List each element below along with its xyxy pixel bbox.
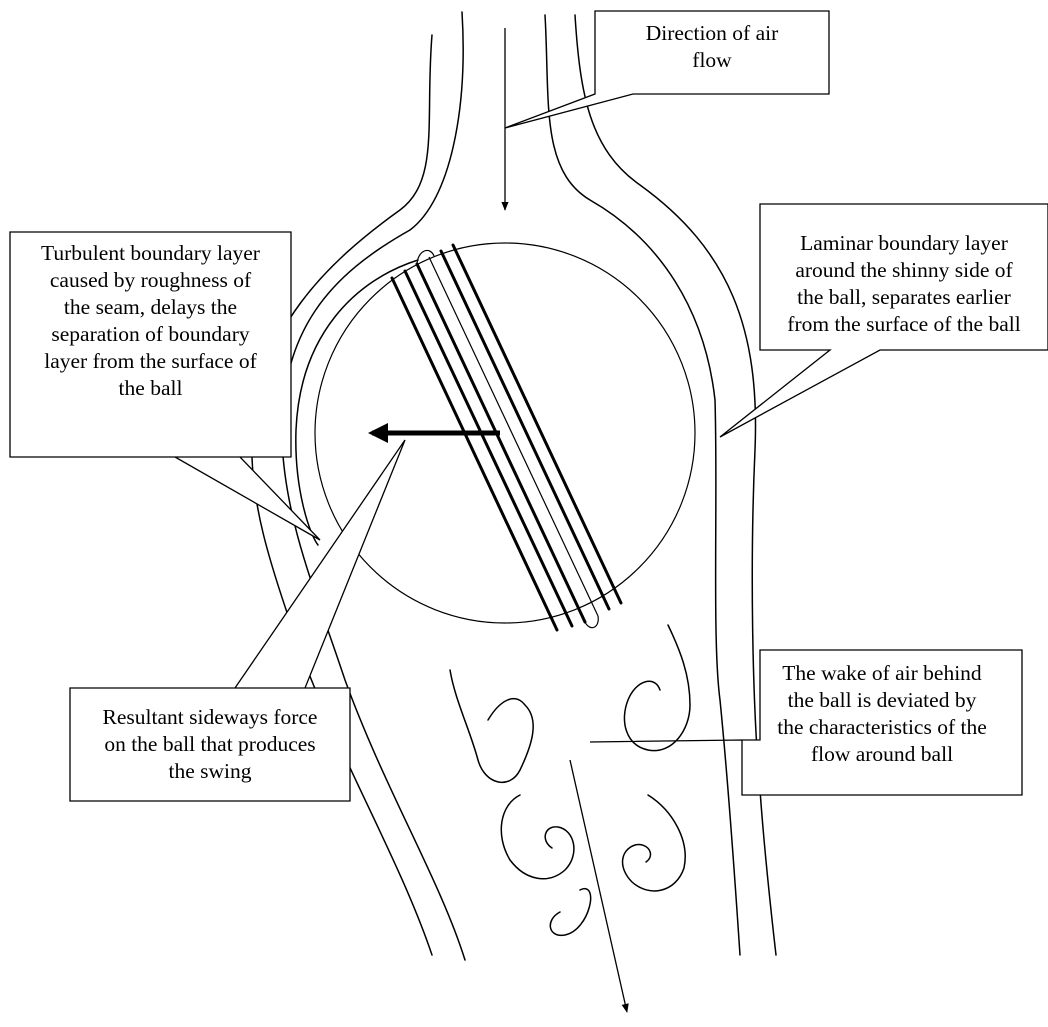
label-turbulent: Turbulent boundary layer caused by rough… bbox=[12, 240, 289, 430]
streamline-right-outer bbox=[575, 15, 776, 955]
wake-direction-arrow bbox=[570, 760, 627, 1012]
ball-seam bbox=[392, 245, 621, 630]
streamline-left-outer bbox=[252, 35, 432, 955]
label-air-flow: Direction of air flow bbox=[597, 20, 827, 90]
label-force: Resultant sideways force on the ball tha… bbox=[72, 704, 348, 789]
streamline-right-inner bbox=[545, 15, 740, 955]
label-wake: The wake of air behind the ball is devia… bbox=[744, 660, 1020, 772]
label-laminar: Laminar boundary layer around the shinny… bbox=[762, 230, 1046, 342]
wake-swirls bbox=[450, 625, 690, 935]
boundary-layer-left bbox=[296, 260, 418, 545]
